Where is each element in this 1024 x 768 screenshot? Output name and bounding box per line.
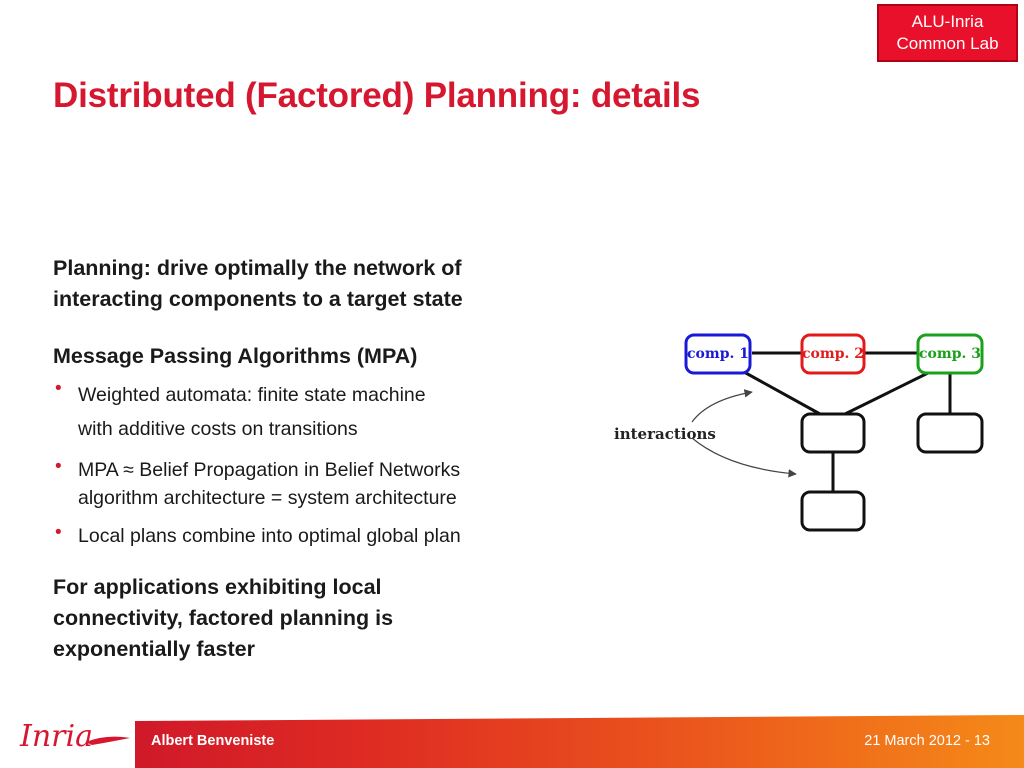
bullet-dot: • [55, 456, 62, 477]
footer-band [0, 715, 1024, 768]
footer-date: 21 March 2012 - 13 [864, 733, 990, 749]
slide-content: Planning: drive optimally the network of… [53, 253, 573, 665]
comp2-box [800, 333, 866, 375]
interaction-node [800, 490, 866, 532]
comp1-box [684, 333, 752, 375]
planning-definition: Planning: drive optimally the network of… [53, 253, 573, 315]
edge-comp1-node [743, 370, 821, 416]
bullet-dot: • [55, 378, 62, 399]
comp1-label: comp. 1 [687, 346, 749, 362]
comp3-label: comp. 3 [919, 346, 981, 362]
planning-line2: interacting components to a target state [53, 287, 463, 311]
bullet-text: with additive costs on transitions [78, 418, 358, 440]
conclusion-line3: exponentially faster [53, 637, 255, 661]
inria-logo-swoosh [86, 736, 130, 745]
conclusion-line2: connectivity, factored planning is [53, 606, 394, 630]
bullet-dot: • [55, 522, 62, 543]
conclusion-line1: For applications exhibiting local [53, 575, 382, 599]
inria-logo: Inria [19, 719, 130, 754]
slide-title: Distributed (Factored) Planning: details [53, 76, 701, 115]
comp2-label: comp. 2 [802, 346, 864, 362]
edge-comp3-node [844, 370, 931, 416]
interaction-node [916, 412, 984, 454]
bullet-text: Weighted automata: finite state machine [78, 384, 426, 406]
lab-badge-line1: ALU-Inria [911, 12, 984, 31]
lab-badge: ALU-Inria Common Lab [877, 4, 1018, 62]
bullet-item: • Local plans combine into optimal globa… [53, 522, 573, 550]
bullet-item: • Weighted automata: finite state machin… [53, 378, 573, 446]
interaction-node [800, 412, 866, 454]
bullet-text: algorithm architecture = system architec… [78, 487, 457, 509]
interactions-label: interactions [614, 425, 716, 443]
footer [0, 715, 1024, 768]
comp3-box [916, 333, 984, 375]
lab-badge-line2: Common Lab [896, 34, 999, 53]
conclusion: For applications exhibiting local connec… [53, 572, 573, 665]
interaction-arrow-upper [691, 389, 753, 423]
component-network-diagram: comp. 1 comp. 2 comp. 3 interactions [614, 333, 984, 532]
bullet-text: MPA ≈ Belief Propagation in Belief Netwo… [78, 459, 461, 481]
bullet-text: Local plans combine into optimal global … [78, 525, 461, 547]
bullet-item: • MPA ≈ Belief Propagation in Belief Net… [53, 456, 573, 512]
mpa-bullet-list: • Weighted automata: finite state machin… [53, 378, 573, 550]
planning-line1: Planning: drive optimally the network of [53, 256, 462, 280]
inria-logo-wordmark: Inria [19, 719, 93, 754]
footer-author: Albert Benveniste [151, 733, 275, 749]
interaction-arrow-lower [691, 437, 797, 478]
mpa-heading: Message Passing Algorithms (MPA) [53, 344, 418, 368]
